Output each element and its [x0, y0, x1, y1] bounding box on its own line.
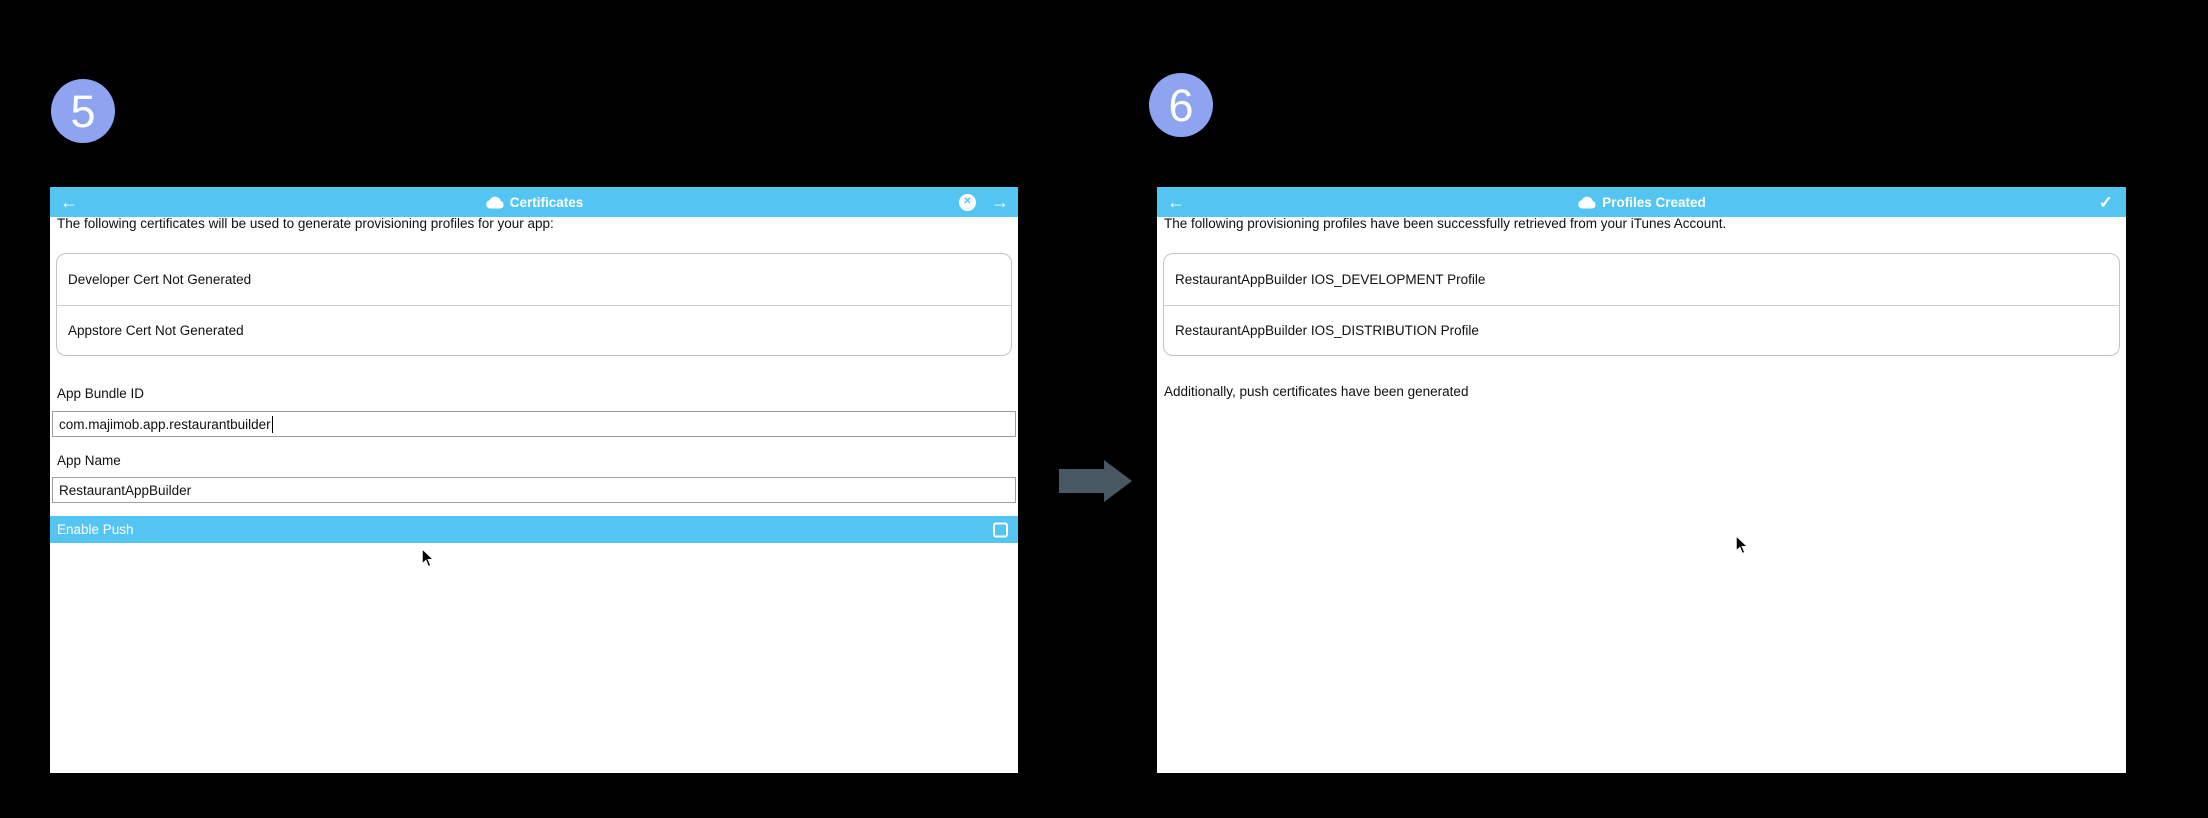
step-arrow-head — [1104, 460, 1132, 502]
cert-item-appstore[interactable]: Appstore Cert Not Generated — [57, 305, 1011, 355]
checkmark-icon[interactable]: ✓ — [2098, 192, 2113, 212]
mouse-cursor — [421, 548, 435, 568]
profiles-intro-text: The following provisioning profiles have… — [1164, 216, 1727, 231]
certificates-intro-text: The following certificates will be used … — [57, 216, 554, 231]
forward-arrow-icon[interactable]: → — [991, 192, 1009, 212]
certificates-title-bar: ← Certificates ✕ → — [50, 187, 1018, 217]
back-arrow-icon[interactable]: ← — [60, 192, 78, 212]
list-item-label: Developer Cert Not Generated — [68, 272, 252, 287]
enable-push-label: Enable Push — [57, 522, 134, 537]
cloud-icon — [485, 196, 504, 208]
app-bundle-id-input[interactable]: com.majimob.app.restaurantbuilder — [52, 411, 1016, 437]
input-value: RestaurantAppBuilder — [59, 482, 192, 498]
list-item-label: Appstore Cert Not Generated — [68, 323, 244, 338]
profile-list: RestaurantAppBuilder IOS_DEVELOPMENT Pro… — [1163, 253, 2120, 356]
window-title: Certificates — [509, 194, 584, 210]
close-icon[interactable]: ✕ — [959, 193, 976, 211]
profile-item-distribution[interactable]: RestaurantAppBuilder IOS_DISTRIBUTION Pr… — [1164, 305, 2119, 355]
window-title-group: Certificates — [485, 194, 584, 210]
list-item-label: RestaurantAppBuilder IOS_DISTRIBUTION Pr… — [1175, 323, 1479, 338]
step-6-badge: 6 — [1149, 73, 1213, 137]
mouse-cursor — [1735, 535, 1749, 555]
header-actions: ✕ → — [959, 193, 1009, 211]
app-name-input[interactable]: RestaurantAppBuilder — [52, 477, 1016, 503]
text-caret — [271, 415, 273, 433]
enable-push-row[interactable]: Enable Push — [50, 516, 1018, 543]
profiles-created-window: ← Profiles Created ✓ The following provi… — [1157, 187, 2126, 773]
input-value: com.majimob.app.restaurantbuilder — [59, 416, 271, 432]
list-item-label: RestaurantAppBuilder IOS_DEVELOPMENT Pro… — [1175, 272, 1486, 287]
window-title: Profiles Created — [1602, 194, 1706, 210]
app-bundle-id-label: App Bundle ID — [57, 386, 145, 401]
cloud-icon — [1578, 196, 1596, 208]
step-arrow-shaft — [1059, 469, 1104, 493]
app-name-label: App Name — [57, 453, 121, 468]
certificates-window: ← Certificates ✕ → The following certifi… — [50, 187, 1018, 773]
step-number: 5 — [70, 85, 96, 137]
profiles-title-bar: ← Profiles Created ✓ — [1157, 187, 2126, 217]
window-title-group: Profiles Created — [1577, 195, 1706, 210]
push-certificates-note: Additionally, push certificates have bee… — [1164, 384, 1469, 399]
step-number: 6 — [1168, 79, 1194, 131]
step-5-badge: 5 — [51, 79, 115, 143]
step-arrow — [1059, 460, 1132, 502]
back-arrow-icon[interactable]: ← — [1167, 192, 1185, 212]
profile-item-development[interactable]: RestaurantAppBuilder IOS_DEVELOPMENT Pro… — [1164, 254, 2119, 305]
close-x-glyph: ✕ — [963, 196, 972, 207]
cert-item-developer[interactable]: Developer Cert Not Generated — [57, 254, 1011, 305]
cert-list: Developer Cert Not Generated Appstore Ce… — [56, 253, 1012, 356]
enable-push-checkbox[interactable] — [993, 522, 1008, 537]
